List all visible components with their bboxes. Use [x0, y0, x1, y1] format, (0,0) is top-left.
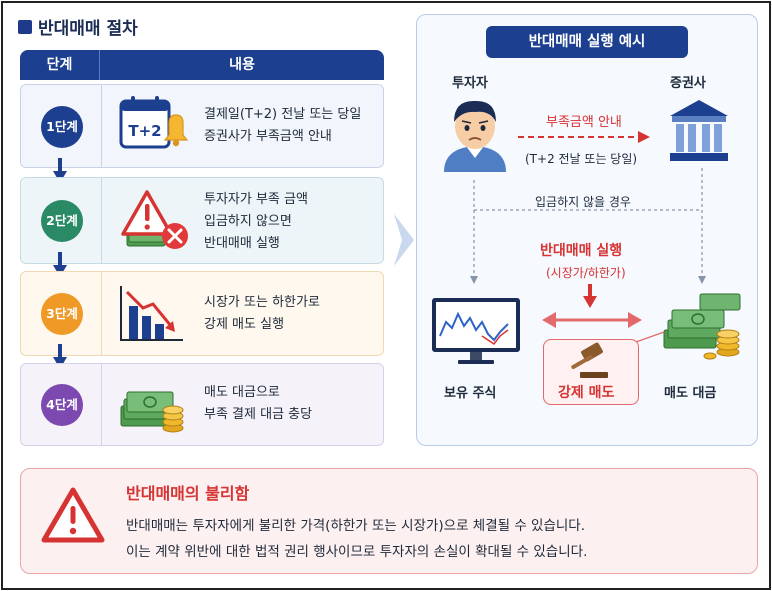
chevron-right-icon [394, 214, 414, 266]
column-divider [101, 364, 102, 445]
column-divider [101, 178, 102, 263]
double-arrow-icon [542, 312, 642, 328]
step-4-line-2: 부족 결제 대금 충당 [204, 407, 313, 422]
step-badge-4: 4단계 [41, 384, 83, 426]
step-2-line-2: 입금하지 않으면 [204, 214, 292, 229]
notice-arrow-icon [518, 131, 650, 143]
notice-timing-label: (T+2 전날 또는 당일) [525, 152, 638, 166]
bank-building-icon [670, 100, 728, 161]
step-1-line-1: 결제일(T+2) 전날 또는 당일 [204, 107, 362, 122]
step-3-text: 시장가 또는 하한가로 강제 매도 실행 [204, 292, 320, 336]
warning-line-1: 반대매매는 투자자에게 불리한 가격(하한가 또는 시장가)으로 체결될 수 있… [126, 518, 586, 534]
calendar-bell-icon: T+2 [117, 95, 189, 163]
step-badge-1: 1단계 [41, 106, 83, 148]
warning-box [20, 468, 758, 574]
execution-down-arrow-icon [583, 284, 597, 308]
step-2-text: 투자자가 부족 금액 입금하지 않으면 반대매매 실행 [204, 189, 308, 255]
step-row-2: 2단계 투자자가 부족 금액 입금하지 않으면 반대매매 실행 [20, 177, 384, 264]
step-badge-2: 2단계 [41, 200, 83, 242]
step-4-text: 매도 대금으로 부족 결제 대금 충당 [204, 382, 312, 426]
step-row-1: 1단계 T+2 결제일(T+2) 전날 또는 당일 증권사가 부족금액 안내 [20, 84, 384, 168]
step-badge-3: 3단계 [41, 293, 83, 335]
header-step: 단계 [20, 50, 100, 80]
step-2-line-3: 반대매매 실행 [204, 236, 280, 251]
title-bullet-icon [18, 19, 32, 34]
step-1-line-2: 증권사가 부족금액 안내 [204, 129, 332, 144]
step-4-line-1: 매도 대금으로 [204, 385, 280, 400]
holding-label: 보유 주식 [444, 386, 497, 401]
notice-label: 부족금액 안내 [546, 115, 622, 130]
stock-monitor-icon [432, 298, 520, 364]
calendar-icon-label: T+2 [128, 122, 161, 140]
cash-coins-icon [117, 376, 187, 440]
connector-lines [470, 168, 706, 284]
falling-chart-icon [117, 282, 187, 350]
column-divider [101, 272, 102, 355]
gavel-icon [571, 342, 608, 378]
cash-connector-line [635, 331, 665, 343]
warning-title: 반대매매의 불리함 [126, 484, 250, 503]
step-row-3: 3단계 시장가 또는 하한가로 강제 매도 실행 [20, 271, 384, 356]
warning-cancel-icon [117, 188, 193, 258]
cash-pile-icon [663, 293, 741, 360]
investor-avatar-icon [444, 100, 506, 172]
page-title-text: 반대매매 절차 [38, 19, 138, 39]
step-row-4: 4단계 매도 대금으로 부족 결제 대금 충당 [20, 363, 384, 446]
broker-label: 증권사 [670, 76, 706, 91]
no-deposit-label: 입금하지 않을 경우 [535, 195, 631, 209]
step-1-text: 결제일(T+2) 전날 또는 당일 증권사가 부족금액 안내 [204, 104, 361, 148]
execution-method-label: (시장가/하한가) [546, 266, 626, 280]
warning-line-2: 이는 계약 위반에 대한 법적 권리 행사이므로 투자자의 손실이 확대될 수 … [126, 544, 588, 560]
warning-triangle-icon [41, 487, 105, 543]
step-2-line-1: 투자자가 부족 금액 [204, 192, 308, 207]
example-title: 반대매매 실행 예시 [486, 26, 688, 58]
page-title: 반대매매 절차 [18, 14, 138, 39]
step-3-line-2: 강제 매도 실행 [204, 317, 285, 332]
proceeds-label: 매도 대금 [664, 386, 717, 401]
column-divider [101, 85, 102, 167]
investor-label: 투자자 [452, 76, 488, 91]
execution-label: 반대매매 실행 [540, 243, 623, 259]
table-header: 단계 내용 [20, 50, 384, 80]
header-content: 내용 [229, 57, 255, 73]
step-3-line-1: 시장가 또는 하한가로 [204, 295, 320, 310]
forced-sale-label: 강제 매도 [558, 385, 615, 401]
